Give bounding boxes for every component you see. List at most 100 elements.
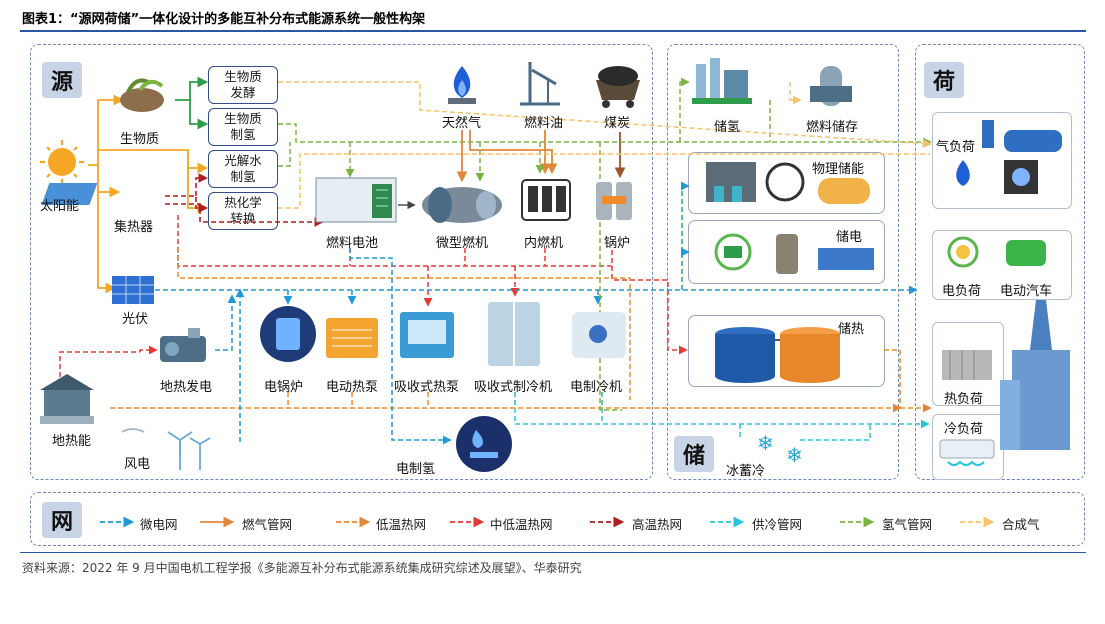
physical-storage-icons — [706, 162, 870, 204]
source-section-label: 源 — [42, 62, 82, 98]
storage-panel — [667, 44, 899, 480]
electric-heat-pump-icon — [326, 318, 378, 358]
flame-icon — [448, 66, 476, 104]
microgrid-lines — [155, 181, 918, 445]
legend-syngas: 合成气 — [1002, 517, 1040, 532]
geo-power-label: 地热发电 — [160, 380, 213, 395]
bio-hydrogen-box: 生物质 制氢 — [208, 108, 278, 146]
micro-turbine-icon — [422, 187, 502, 223]
high-temp-lines — [165, 173, 324, 227]
bio-ferment-box: 生物质 发酵 — [208, 66, 278, 104]
thermal-storage-label: 储热 — [838, 322, 865, 337]
storage-section-label: 储 — [674, 436, 714, 472]
e-chiller-label: 电制冷机 — [570, 380, 623, 395]
e-hydrogen-label: 电制氢 — [396, 462, 436, 477]
thermal-storage-tanks — [715, 327, 840, 383]
solar-label: 太阳能 — [40, 199, 80, 214]
ice-storage-icon: ❄ ❄ — [757, 431, 803, 467]
electrolyzer-icon — [456, 416, 512, 472]
wind-turbine-icon — [121, 428, 211, 470]
photolysis-box: 光解水 制氢 — [208, 150, 278, 188]
cold-load-label: 冷负荷 — [944, 422, 984, 437]
bio-ferment-line1: 生物质 — [224, 69, 262, 84]
geo-plant-icon — [160, 328, 206, 362]
bio-hydrogen-line1: 生物质 — [224, 111, 262, 126]
micro-turbine-label: 微型燃机 — [436, 236, 489, 251]
pv-icon — [112, 276, 154, 304]
ice-label: 内燃机 — [524, 236, 564, 251]
gas-load-box — [932, 112, 1072, 209]
ev-label: 电动汽车 — [1000, 284, 1053, 299]
oil-pump-icon — [520, 62, 560, 106]
bio-hydrogen-line2: 制氢 — [230, 127, 256, 142]
thermochem-line1: 热化学 — [224, 195, 262, 210]
bio-ferment-line2: 发酵 — [230, 85, 256, 100]
coal-label: 煤炭 — [604, 116, 631, 131]
heat-load-icon — [942, 350, 992, 380]
electric-storage-icons — [714, 233, 874, 274]
e-boiler-label: 电锅炉 — [264, 380, 304, 395]
cold-load-icon — [939, 439, 995, 466]
boiler-icon — [596, 182, 632, 220]
electric-load-label: 电负荷 — [942, 284, 982, 299]
cold-supply-lines — [514, 392, 930, 441]
gas-pipeline-lines — [456, 130, 626, 183]
geothermal-house-icon — [40, 374, 94, 424]
collector-label: 集热器 — [114, 220, 154, 235]
absorption-heat-pump-icon — [400, 312, 454, 358]
svg-text:❄: ❄ — [786, 443, 803, 467]
h2-storage-label: 储氢 — [714, 120, 741, 135]
thermochem-box: 热化学 转换 — [208, 192, 278, 230]
heat-pump-label: 电动热泵 — [326, 380, 379, 395]
physical-storage-label: 物理储能 — [812, 162, 865, 177]
load-section-label: 荷 — [924, 62, 964, 98]
collector-icon — [41, 183, 160, 205]
sun-icon — [40, 140, 84, 184]
photolysis-line1: 光解水 — [224, 153, 262, 168]
natural-gas-label: 天然气 — [442, 116, 482, 131]
wind-label: 风电 — [124, 457, 151, 472]
legend-hydrogen: 氢气管网 — [882, 517, 933, 532]
pv-label: 光伏 — [122, 312, 149, 327]
gas-load-label: 气负荷 — [936, 140, 976, 155]
h2-storage-icon — [692, 58, 752, 104]
fuel-oil-label: 燃料油 — [524, 116, 564, 131]
absorption-chiller-icon — [488, 302, 540, 366]
coal-cart-icon — [596, 66, 640, 108]
fuel-cell-icon — [315, 177, 397, 223]
building-icon — [1000, 300, 1070, 450]
heat-load-label: 热负荷 — [944, 392, 984, 407]
biomass-label: 生物质 — [120, 132, 160, 147]
legend-high-temp: 高温热网 — [632, 517, 683, 532]
gas-load-icons — [956, 120, 1062, 194]
syngas-lines — [278, 81, 932, 209]
legend-gas-pipeline: 燃气管网 — [242, 517, 293, 532]
fuel-cell-label: 燃料电池 — [326, 236, 379, 251]
hydrogen-lines — [278, 77, 932, 411]
flywheel-icon — [765, 162, 805, 202]
electric-load-icons — [947, 236, 1046, 268]
title-rule — [20, 30, 1086, 32]
fuel-storage-icon — [810, 66, 852, 106]
ice-storage-label: 冰蓄冷 — [726, 464, 766, 479]
fuel-storage-label: 燃料储存 — [806, 120, 859, 135]
electric-storage-label: 储电 — [836, 230, 863, 245]
biomass-lines — [175, 76, 209, 130]
grid-panel — [30, 492, 1085, 546]
legend-low-temp: 低温热网 — [376, 517, 427, 532]
legend-cold-supply: 供冷管网 — [752, 517, 803, 532]
ice-engine-icon — [521, 179, 571, 221]
abs-chiller-label: 吸收式制冷机 — [474, 380, 553, 395]
footer-rule — [20, 552, 1086, 553]
biomass-icon — [120, 78, 164, 112]
figure-title: 图表1：“源网荷储”一体化设计的多能互补分布式能源系统一般性构架 — [22, 12, 426, 27]
photolysis-line2: 制氢 — [230, 169, 256, 184]
electric-boiler-icon — [260, 306, 316, 362]
geothermal-label: 地热能 — [52, 434, 92, 449]
boiler-label: 锅炉 — [604, 236, 631, 251]
svg-text:❄: ❄ — [757, 431, 774, 455]
source-panel — [30, 44, 653, 480]
abs-heat-pump-label: 吸收式热泵 — [394, 380, 460, 395]
